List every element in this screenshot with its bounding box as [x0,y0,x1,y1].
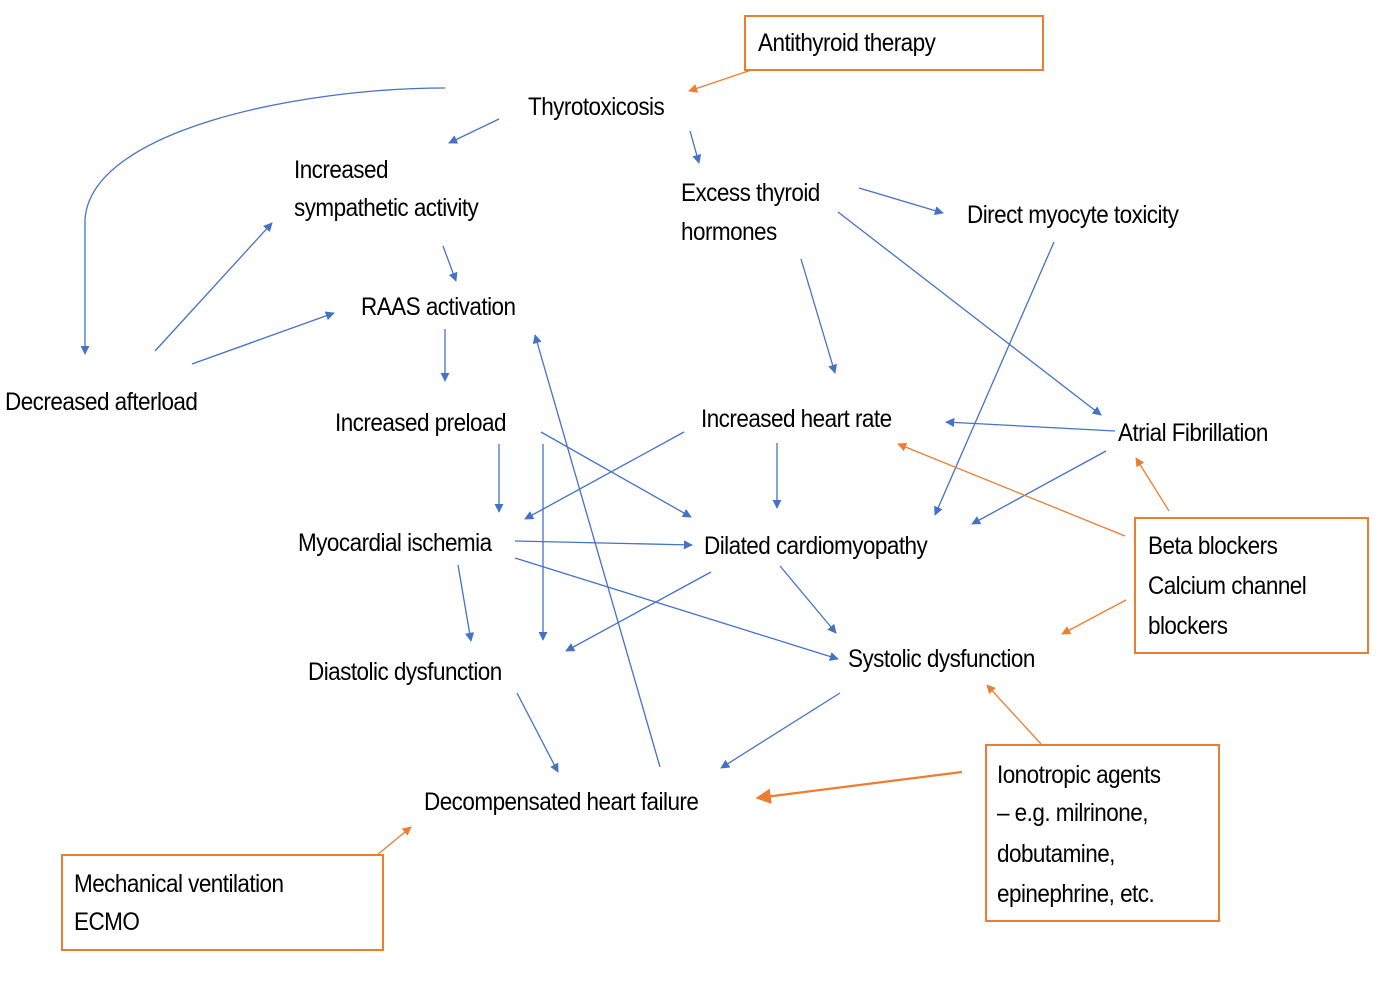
therapy-calcium-channel-line1: Calcium channel [1148,572,1307,600]
node-increased-heart-rate: Increased heart rate [701,405,892,433]
arrow-afib-to-dcm [971,450,1107,525]
arrow-excess-hormones-to-heart-rate [800,258,838,374]
arrow-ischemia-to-systolic [514,557,839,661]
arrow-excess-hormones-to-afib [837,211,1102,416]
therapy-box-rate-control: Beta blockers Calcium channel blockers [1134,517,1369,654]
arrow-afterload-to-sympathetic [154,222,273,352]
node-excess-thyroid-hormones-line1: Excess thyroid [681,179,820,207]
node-atrial-fibrillation: Atrial Fibrillation [1118,419,1268,447]
arrow-dcm-to-diastolic [565,571,712,652]
node-decreased-afterload: Decreased afterload [5,388,198,416]
arrow-ischemia-to-diastolic [457,564,475,642]
therapy-box-support: Mechanical ventilation ECMO [61,854,384,951]
therapy-beta-blockers: Beta blockers [1148,532,1278,560]
node-increased-sympathetic-activity-line1: Increased [294,156,388,184]
arrow-excess-hormones-to-myocyte [858,187,944,216]
therapy-inotropes-line2: – e.g. milrinone, [997,799,1148,827]
node-raas-activation: RAAS activation [361,293,516,321]
arrow-myocyte-to-dcm [934,241,1055,516]
therapy-mechanical-ventilation: Mechanical ventilation [74,870,284,898]
therapy-inotropes-line1: Ionotropic agents [997,761,1161,789]
therapy-inotropes-line3: dobutamine, [997,840,1115,868]
arrow-inotropes-to-dhf [755,770,963,804]
arrow-dhf-to-raas [532,334,661,768]
arrow-diastolic-to-dhf [516,692,559,773]
therapy-box-antithyroid: Antithyroid therapy [744,15,1044,71]
arrow-thyrotoxicosis-to-excess-hormones [689,130,702,164]
arrow-ischemia-to-dcm [514,540,693,550]
arrow-preload-to-dcm [540,431,692,518]
arrow-heart-rate-to-ischemia [524,431,685,520]
therapy-antithyroid-text: Antithyroid therapy [758,29,936,57]
node-myocardial-ischemia: Myocardial ischemia [298,529,492,557]
node-dilated-cardiomyopathy: Dilated cardiomyopathy [704,532,928,560]
node-decompensated-heart-failure: Decompensated heart failure [424,788,699,816]
arrow-afib-to-heart-rate [945,417,1116,432]
node-diastolic-dysfunction: Diastolic dysfunction [308,658,502,686]
arrow-rate-control-to-heart-rate [897,442,1126,537]
arrow-thyrotoxicosis-to-sympathetic [448,118,500,144]
arrow-sympathetic-to-raas [442,245,458,282]
arrow-thyrotoxicosis-to-afterload [80,87,446,355]
arrow-rate-control-to-systolic [1061,599,1127,635]
arrow-inotropes-to-systolic [986,684,1042,745]
arrow-rate-control-to-afib [1135,457,1170,512]
node-increased-sympathetic-activity-line2: sympathetic activity [294,194,479,222]
therapy-inotropes-line4: epinephrine, etc. [997,880,1155,908]
arrow-systolic-to-dhf [720,692,841,769]
node-increased-preload: Increased preload [335,409,506,437]
arrow-dcm-to-systolic [779,565,837,634]
node-thyrotoxicosis: Thyrotoxicosis [528,93,665,121]
node-systolic-dysfunction: Systolic dysfunction [848,645,1035,673]
node-excess-thyroid-hormones-line2: hormones [681,218,777,246]
node-direct-myocyte-toxicity: Direct myocyte toxicity [967,201,1179,229]
therapy-ecmo: ECMO [74,908,140,936]
arrow-afterload-to-raas [191,311,335,365]
therapy-box-inotropes: Ionotropic agents – e.g. milrinone, dobu… [985,744,1220,922]
therapy-calcium-channel-line2: blockers [1148,612,1228,640]
